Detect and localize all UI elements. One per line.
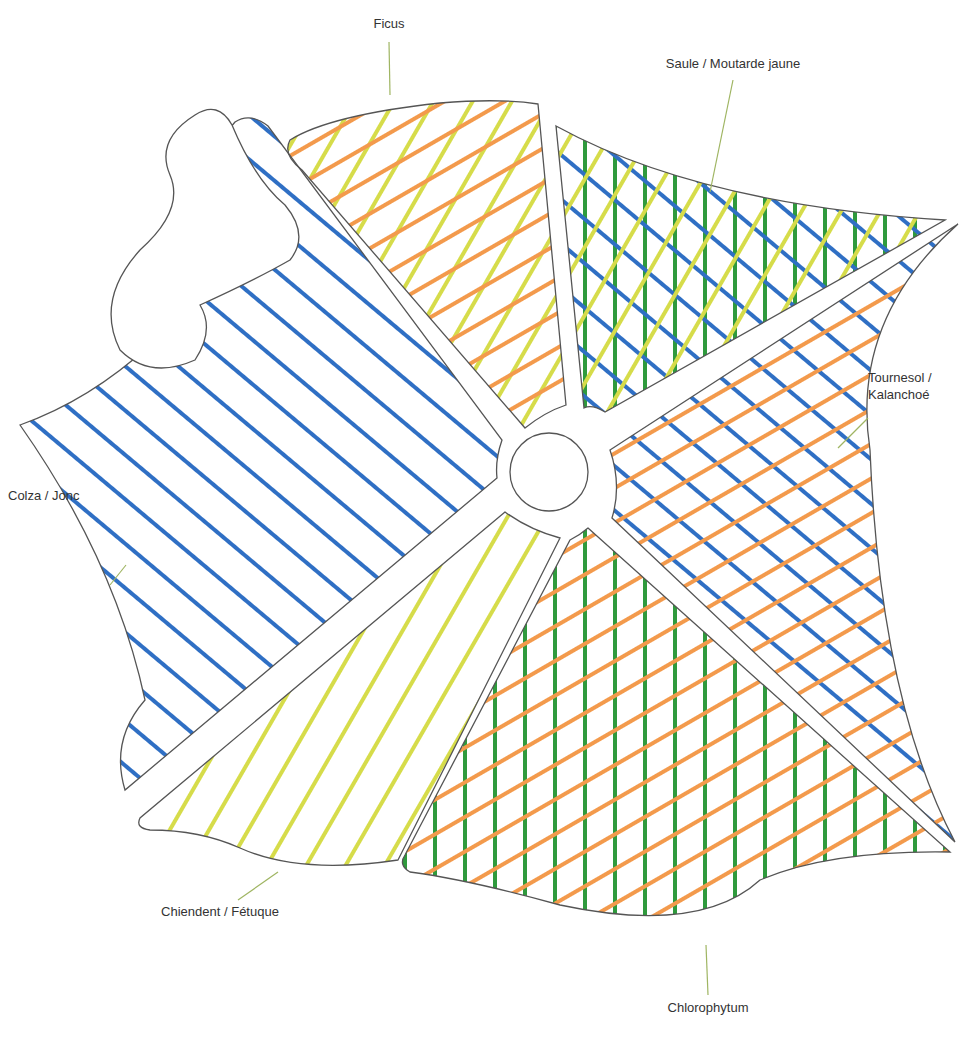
pond xyxy=(111,109,299,368)
region-label: Tournesol / Kalanchoé xyxy=(868,370,960,404)
region-label: Chlorophytum xyxy=(668,1000,749,1017)
region-label: Colza / Jonc xyxy=(8,488,80,505)
roundabout-ground xyxy=(501,424,597,520)
hatching xyxy=(20,101,958,916)
region-label: Saule / Moutarde jaune xyxy=(666,56,800,73)
region-label: Ficus xyxy=(373,16,404,33)
roundabout xyxy=(510,433,588,511)
region-outlines xyxy=(20,101,958,916)
leader-lines xyxy=(110,42,868,995)
region-label: Chiendent / Fétuque xyxy=(161,904,279,921)
